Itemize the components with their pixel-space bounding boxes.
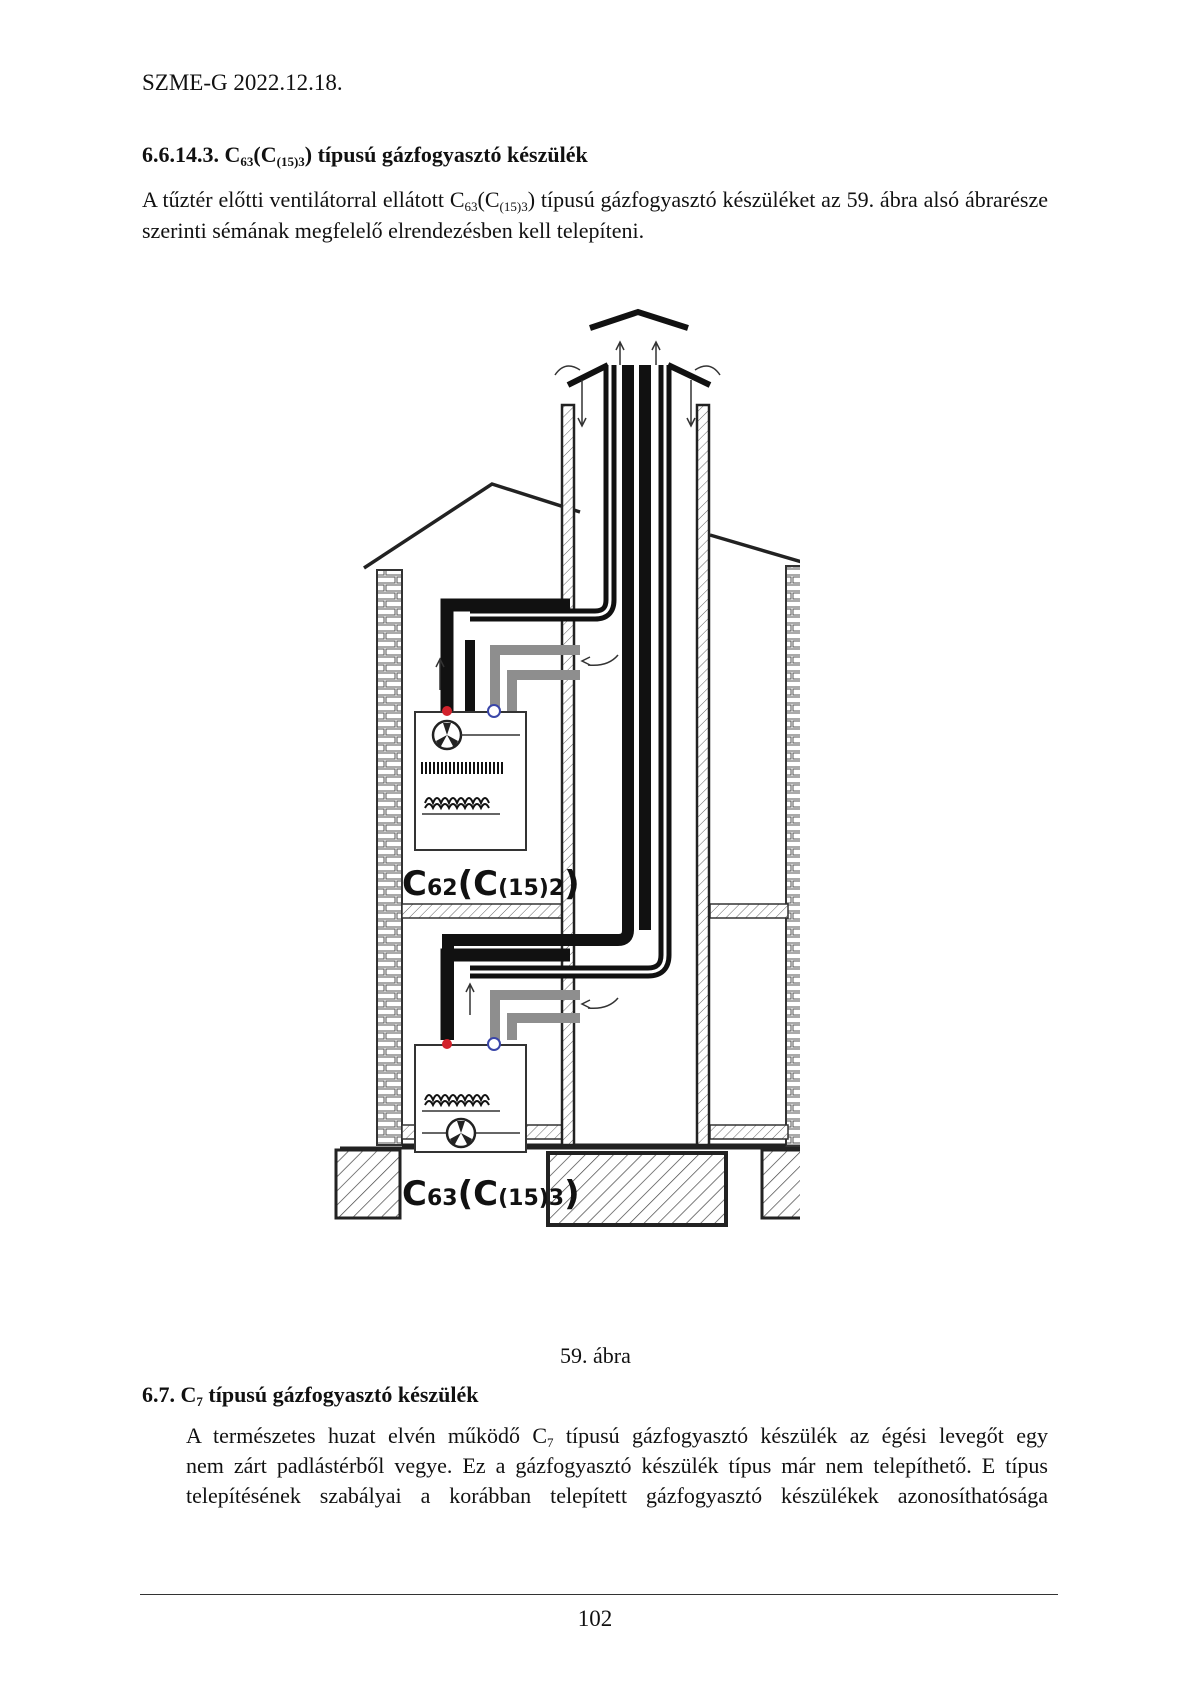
chimney-wall-left [560, 403, 576, 1147]
chimney-cap-top [589, 308, 689, 331]
title-subscript: 63 [240, 154, 254, 169]
roof-left [363, 482, 581, 570]
section-heading-6-7: 6.7. C7 típusú gázfogyasztó készülék [142, 1382, 479, 1408]
floor-slab-left [401, 903, 569, 919]
paragraph-line: A természetes huzat elvén működő C7 típu… [186, 1421, 1048, 1451]
title-part: (C [253, 142, 277, 167]
upper-hot-dot [442, 706, 452, 716]
ground-slab-right [709, 1124, 789, 1140]
paragraph-text: A természetes huzat elvén működő C [186, 1423, 548, 1448]
footer-divider [140, 1594, 1058, 1595]
paragraph-text: (C [477, 187, 500, 212]
foundation-right [760, 1148, 800, 1220]
upper-boiler [414, 711, 527, 851]
paragraph-subscript: 63 [464, 199, 478, 214]
upper-air-duct [490, 645, 580, 720]
section-number: 6.7. [142, 1382, 175, 1407]
section-number: 6.6.14.3. [142, 142, 219, 167]
lower-air-duct [490, 990, 580, 1040]
paragraph-text: A tűztér előtti ventilátorral ellátott C [142, 187, 465, 212]
section-paragraph: A tűztér előtti ventilátorral ellátott C… [142, 184, 1048, 246]
roof-right [709, 533, 800, 564]
foundation-chimney [546, 1151, 728, 1227]
lower-boiler-flue [440, 948, 570, 1040]
title-part: ) típusú gázfogyasztó készülék [304, 142, 588, 167]
title-subscript: 7 [196, 1394, 203, 1409]
section-paragraph-6-7: A természetes huzat elvén működő C7 típu… [186, 1421, 1048, 1511]
chimney-cap-right [666, 362, 712, 388]
page-number: 102 [577, 1606, 613, 1631]
upper-cold-dot [487, 704, 501, 718]
title-part: C [180, 1382, 197, 1407]
lower-burner-flames [424, 1094, 490, 1103]
title-part: C [224, 142, 241, 167]
foundation-left [334, 1148, 402, 1220]
paragraph-subscript: 7 [547, 1435, 554, 1450]
flue-liner-upper [470, 365, 617, 622]
upper-heat-exchanger [421, 762, 503, 774]
upper-boiler-flue [440, 598, 570, 720]
section-heading-6-6-14-3: 6.6.14.3. C63(C(15)3) típusú gázfogyaszt… [142, 142, 588, 168]
lower-hot-dot [442, 1039, 452, 1049]
paragraph-text: típusú gázfogyasztó készülék az égési le… [553, 1423, 1048, 1448]
installation-diagram: C62(C(15)2) C63(C(15)3) [334, 308, 800, 1227]
floor-slab-right [709, 903, 789, 919]
paragraph-line: nem zárt padlástérből vegye. Ez a gázfog… [186, 1453, 1048, 1478]
brick-wall-left [376, 569, 403, 1146]
figure-caption: 59. ábra [560, 1343, 631, 1368]
label-upper-boiler-type: C62(C(15)2) [402, 864, 580, 904]
document-header: SZME-G 2022.12.18. [142, 70, 343, 95]
chimney-cap-left [566, 362, 610, 388]
lower-cold-dot [487, 1037, 501, 1051]
brick-wall-right [785, 565, 800, 1147]
paragraph-text: ) típusú gázfogyasztó készüléket az 59. … [142, 187, 1048, 243]
label-lower-boiler-type: C63(C(15)3) [402, 1174, 580, 1214]
upper-burner-flames [424, 797, 490, 806]
title-part: típusú gázfogyasztó készülék [202, 1382, 479, 1407]
title-subscript: (15)3 [276, 154, 305, 169]
chimney-wall-right [695, 403, 711, 1147]
paragraph-line: telepítésének szabályai a korábban telep… [186, 1483, 1048, 1508]
paragraph-subscript: (15)3 [499, 199, 528, 214]
